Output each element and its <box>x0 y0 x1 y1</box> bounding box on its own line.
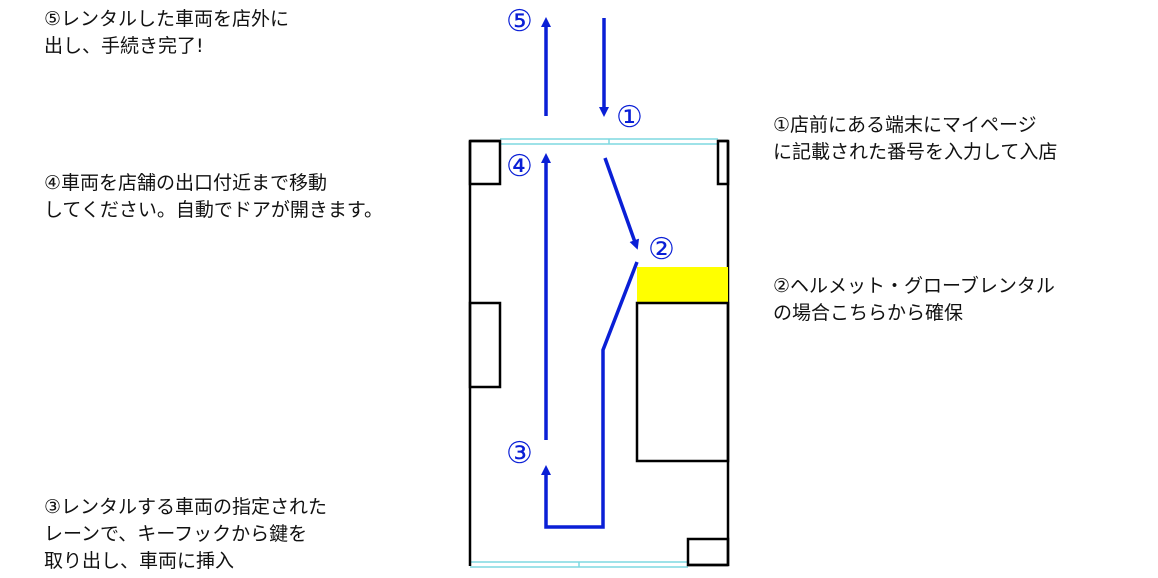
to-lane-path <box>541 261 639 529</box>
step-2-marker: ② <box>648 232 675 267</box>
to-helmet-arrow <box>603 157 640 250</box>
step-4-description: ④車両を店舗の出口付近まで移動 してください。自動でドアが開きます。 <box>44 172 383 221</box>
top-left-fixture <box>468 139 502 186</box>
step-3-description: ③レンタルする車両の指定された レーンで、キーフックから鍵を 取り出し、車両に挿… <box>44 496 328 572</box>
route-path <box>541 17 640 529</box>
step-1-marker: ① <box>616 100 643 135</box>
counter-block <box>635 301 730 463</box>
top-right-fixture <box>716 139 730 186</box>
store-walls <box>468 139 730 567</box>
step-5-description: ⑤レンタルした車両を店外に 出し、手続き完了! <box>44 8 290 57</box>
step-4-marker: ④ <box>506 149 533 184</box>
bottom-right-fixture <box>686 537 730 567</box>
rear-door <box>470 561 688 568</box>
helmet-glove-area <box>637 267 728 303</box>
step-3-marker: ③ <box>506 436 533 471</box>
step-2-description: ②ヘルメット・グローブレンタル の場合こちらから確保 <box>773 275 1055 324</box>
left-side-fixture <box>468 301 502 389</box>
step-5-marker: ⑤ <box>506 4 533 39</box>
step-1-description: ①店前にある端末にマイページ に記載された番号を入力して入店 <box>773 114 1058 163</box>
entrance-door <box>500 138 718 145</box>
